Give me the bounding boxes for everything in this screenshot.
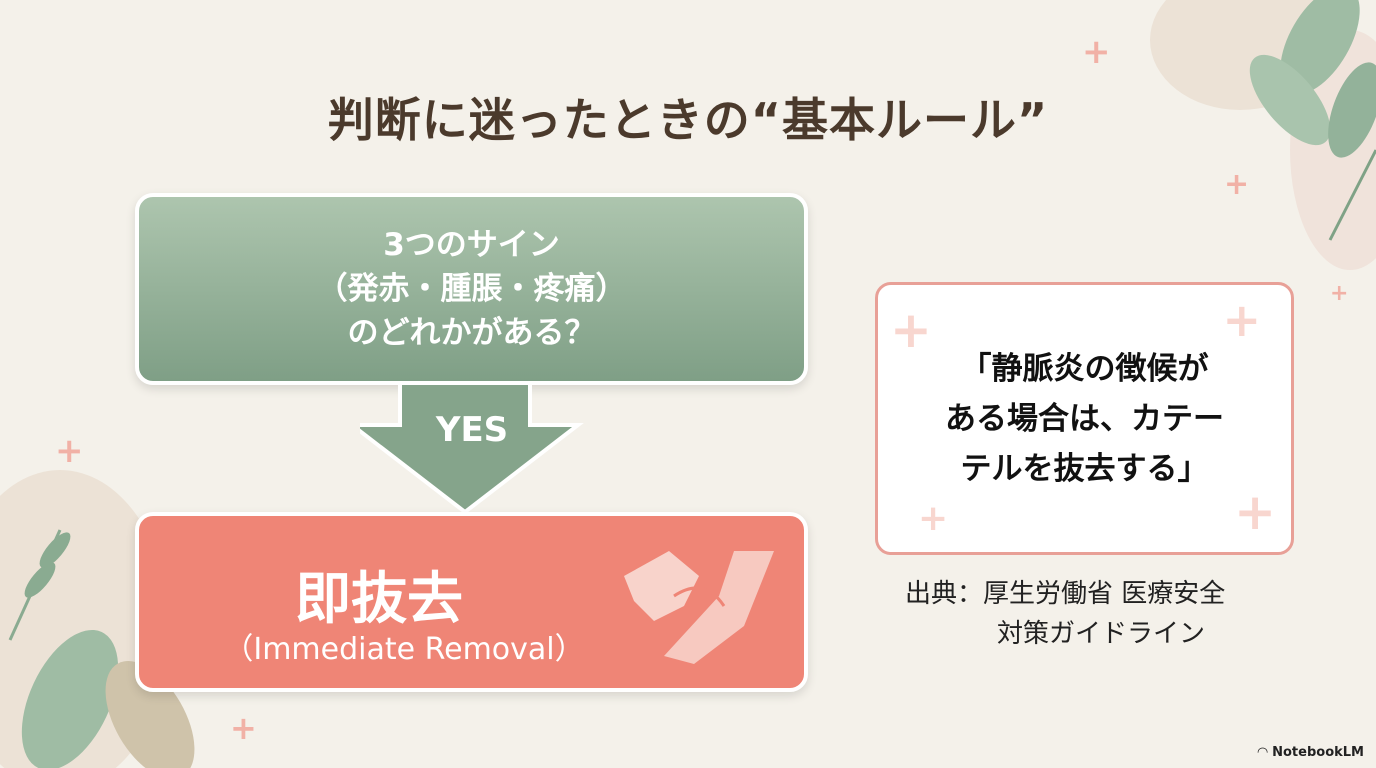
- quote-line: ある場合は、カテー: [945, 400, 1224, 437]
- source-line: 対策ガイドライン: [997, 619, 1206, 649]
- action-box: 即抜去 （Immediate Removal）: [135, 512, 808, 692]
- action-subtitle: （Immediate Removal）: [223, 632, 585, 667]
- plus-decoration: +: [1222, 293, 1261, 347]
- plus-decoration: +: [55, 431, 84, 471]
- quote-line: テルを抜去する」: [960, 450, 1209, 487]
- source-line: 出典：厚生労働省 医療安全: [905, 579, 1226, 609]
- logo-text: NotebookLM: [1272, 745, 1364, 760]
- question-line: 3つのサイン: [383, 227, 560, 263]
- catheter-removal-icon: [624, 551, 774, 664]
- down-arrow: [360, 381, 584, 515]
- plus-decoration: +: [918, 498, 949, 539]
- plus-decoration: +: [1082, 32, 1111, 72]
- yes-label: YES: [435, 410, 509, 450]
- guideline-quote-box: + + + + 「静脈炎の徴候が ある場合は、カテー テルを抜去する」: [875, 282, 1294, 555]
- plus-decoration: +: [1224, 167, 1250, 202]
- plus-decoration: +: [1330, 281, 1349, 306]
- leaf-decoration-top-right: [1150, 0, 1376, 270]
- notebooklm-icon: ◠: [1257, 745, 1273, 760]
- source-citation: 出典：厚生労働省 医療安全 対策ガイドライン: [905, 574, 1225, 654]
- plus-decoration: +: [1234, 483, 1276, 541]
- leaf-decoration-bottom-left: [0, 470, 195, 768]
- question-box: 3つのサイン （発赤・腫脹・疼痛） のどれかがある？: [135, 193, 808, 385]
- plus-decoration: +: [230, 709, 257, 747]
- quote-line: 「静脈炎の徴候が: [960, 350, 1209, 387]
- question-line: （発赤・腫脹・疼痛）: [316, 271, 627, 307]
- action-title: 即抜去: [295, 567, 463, 632]
- plus-decoration: +: [890, 301, 932, 359]
- slide-title: 判断に迷ったときの“基本ルール”: [327, 93, 1049, 147]
- question-line: のどれかがある？: [347, 315, 596, 351]
- notebooklm-logo: ◠ NotebookLM: [1258, 745, 1364, 760]
